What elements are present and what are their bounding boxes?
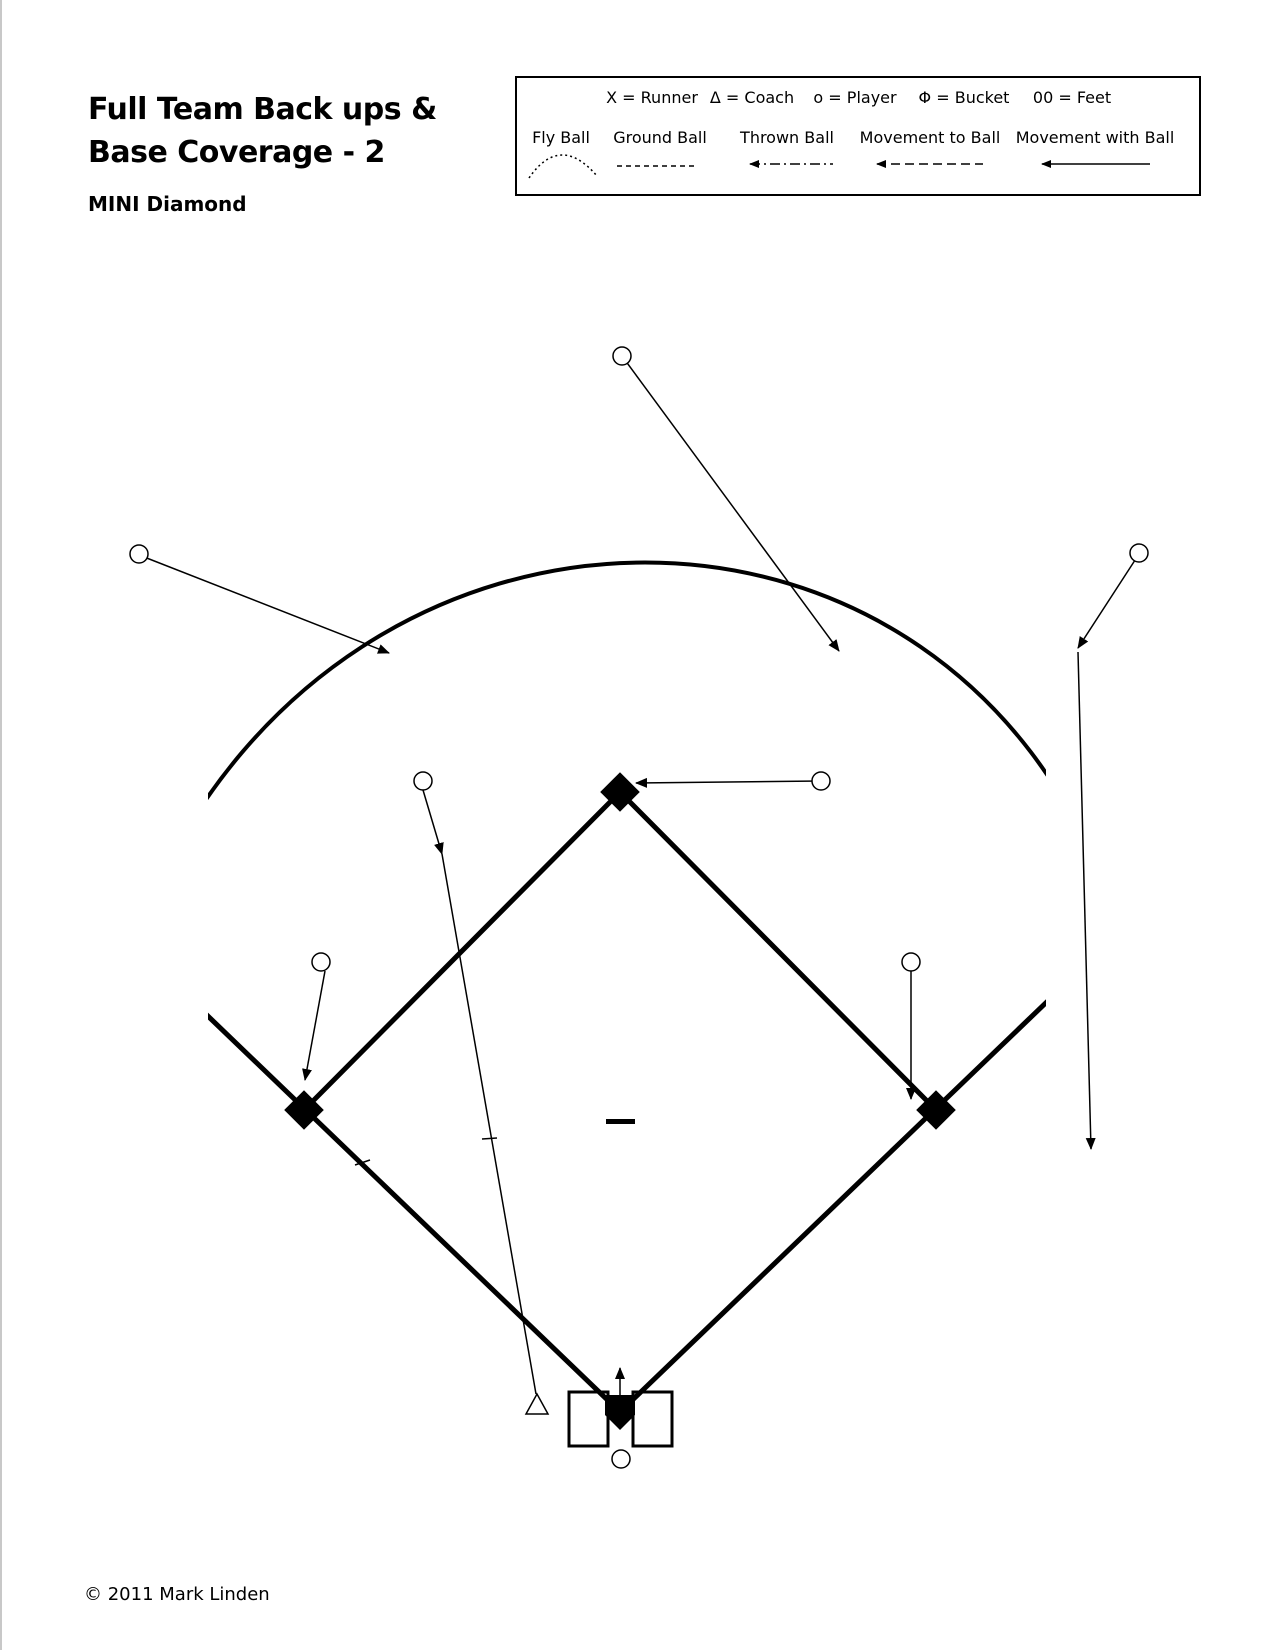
player-third-baseman	[311, 952, 331, 972]
page-subtitle: MINI Diamond	[88, 192, 247, 216]
coach-triangle	[524, 1392, 550, 1415]
tick-mark	[354, 1159, 371, 1166]
outfield-fence	[208, 560, 1046, 801]
legend-ground-ball-label: Ground Ball	[613, 128, 707, 147]
pitchers-rubber	[606, 1119, 635, 1124]
center-fielder-movement	[621, 355, 840, 652]
legend-thrown-ball-label: Thrown Ball	[740, 128, 834, 147]
legend-player: o = Player	[813, 88, 897, 107]
third-baseman-movement	[302, 970, 326, 1081]
page-title: Full Team Back ups & Base Coverage - 2	[88, 88, 437, 174]
tick-mark	[481, 1137, 498, 1140]
right-fielder-movement-2	[1077, 651, 1096, 1150]
shortstop-line-to-coach	[441, 853, 537, 1395]
home-plate	[605, 1395, 635, 1430]
legend-coach: Δ = Coach	[709, 88, 795, 107]
legend-bucket: Φ = Bucket	[918, 88, 1010, 107]
legend-fly-ball-sample	[528, 154, 598, 179]
shortstop-movement	[422, 789, 444, 855]
player-right-fielder	[1129, 543, 1149, 563]
player-second-baseman	[811, 771, 831, 791]
right-foul-line	[618, 999, 1046, 1414]
title-line-1: Full Team Back ups &	[88, 92, 437, 127]
left-fielder-movement	[138, 554, 390, 654]
legend-movement-with-ball-label: Movement with Ball	[1015, 128, 1175, 147]
left-batter-box	[567, 1390, 610, 1448]
legend-box: X = Runner Δ = Coach o = Player Φ = Buck…	[515, 76, 1201, 196]
title-line-2: Base Coverage - 2	[88, 135, 385, 170]
first-base	[916, 1090, 956, 1130]
legend-feet: 00 = Feet	[1032, 88, 1112, 107]
right-fielder-movement-1	[1077, 553, 1140, 649]
second-base	[600, 772, 640, 812]
legend-fly-ball-label: Fly Ball	[532, 128, 590, 147]
legend-line-samples	[528, 154, 1150, 179]
player-left-fielder	[129, 544, 149, 564]
legend-runner: X = Runner	[606, 88, 698, 107]
left-foul-line	[208, 1012, 622, 1414]
player-catcher	[611, 1449, 631, 1469]
infield-diamond	[302, 788, 938, 1112]
right-batter-box	[631, 1390, 674, 1448]
player-first-baseman	[901, 952, 921, 972]
copyright-footer: © 2011 Mark Linden	[84, 1584, 270, 1605]
legend-movement-to-ball-label: Movement to Ball	[859, 128, 1001, 147]
page-edge	[0, 0, 2, 1650]
player-shortstop	[413, 771, 433, 791]
player-center-fielder	[612, 346, 632, 366]
second-baseman-movement	[635, 777, 821, 788]
